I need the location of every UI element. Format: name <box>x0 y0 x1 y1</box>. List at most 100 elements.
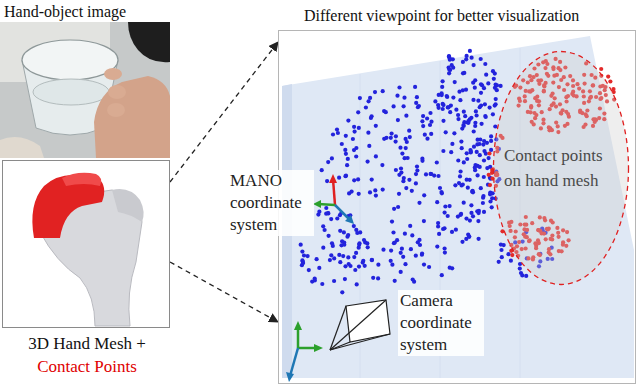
point <box>373 188 377 192</box>
point <box>394 134 398 138</box>
point <box>407 129 411 133</box>
point <box>321 246 325 250</box>
point <box>437 106 441 110</box>
dashed-connector <box>170 42 278 182</box>
point <box>394 140 398 144</box>
point <box>468 178 472 182</box>
point <box>340 239 344 243</box>
point <box>441 119 445 123</box>
point <box>363 264 367 268</box>
point <box>427 265 431 269</box>
point <box>364 105 368 109</box>
point <box>323 228 327 232</box>
camera-axes <box>286 321 323 382</box>
point <box>357 241 361 245</box>
point <box>606 75 610 79</box>
point <box>465 151 469 155</box>
dashed-connector <box>170 262 278 322</box>
point <box>358 230 362 234</box>
point <box>422 193 426 197</box>
point <box>352 224 356 228</box>
point <box>417 201 421 205</box>
point <box>479 91 483 95</box>
point <box>473 168 477 172</box>
point <box>483 102 487 106</box>
point <box>366 131 370 135</box>
point <box>358 96 362 100</box>
point <box>337 253 341 257</box>
point <box>487 173 491 177</box>
point <box>453 183 457 187</box>
point <box>416 105 420 109</box>
point <box>477 237 481 241</box>
point <box>376 276 380 280</box>
point <box>424 172 428 176</box>
point <box>466 186 470 190</box>
photo-finger <box>107 103 125 117</box>
point <box>473 86 477 90</box>
point <box>493 104 497 108</box>
point <box>440 91 444 95</box>
photo-water <box>33 79 109 105</box>
point <box>471 98 475 102</box>
point <box>352 178 356 182</box>
point <box>500 255 504 259</box>
point <box>421 114 425 118</box>
point <box>471 189 475 193</box>
dashed-ellipse <box>494 52 629 285</box>
point <box>450 63 454 67</box>
point <box>420 157 424 161</box>
point <box>506 252 510 256</box>
point <box>394 168 398 172</box>
point <box>509 259 513 263</box>
axis-head <box>329 174 337 183</box>
point <box>374 194 378 198</box>
point <box>450 142 454 146</box>
caption-text: 3D Hand Mesh + <box>2 332 172 355</box>
point <box>608 79 612 83</box>
point <box>381 248 385 252</box>
point <box>499 84 503 88</box>
image-box: Hand-object image <box>0 0 172 160</box>
axis-label: MANO coordinate system <box>228 170 314 236</box>
point <box>366 245 370 249</box>
point <box>420 251 424 255</box>
frustum-edge <box>330 334 390 350</box>
point <box>397 192 401 196</box>
point <box>402 96 406 100</box>
point <box>436 174 440 178</box>
point <box>376 263 380 267</box>
point <box>362 238 366 242</box>
point <box>435 245 439 249</box>
point <box>410 189 414 193</box>
point <box>327 234 331 238</box>
point <box>482 210 486 214</box>
point <box>299 243 303 247</box>
point <box>404 186 408 190</box>
point <box>510 253 514 257</box>
point <box>469 203 473 207</box>
point <box>489 148 493 152</box>
point <box>489 139 493 143</box>
point <box>335 216 339 220</box>
axis-head <box>294 321 302 330</box>
point <box>324 206 328 210</box>
photo-finger <box>108 85 126 99</box>
point <box>343 148 347 152</box>
contact-label: Contact points on hand mesh <box>504 143 618 193</box>
photo-hand <box>94 76 170 158</box>
point <box>346 255 350 259</box>
point <box>472 145 476 149</box>
point <box>329 217 333 221</box>
point <box>350 190 354 194</box>
point <box>459 212 463 216</box>
point <box>421 124 425 128</box>
point <box>340 142 344 146</box>
point <box>458 174 462 178</box>
point <box>487 151 491 155</box>
point <box>370 178 374 182</box>
point <box>374 124 378 128</box>
point <box>354 251 358 255</box>
point <box>331 244 335 248</box>
point <box>332 256 336 260</box>
